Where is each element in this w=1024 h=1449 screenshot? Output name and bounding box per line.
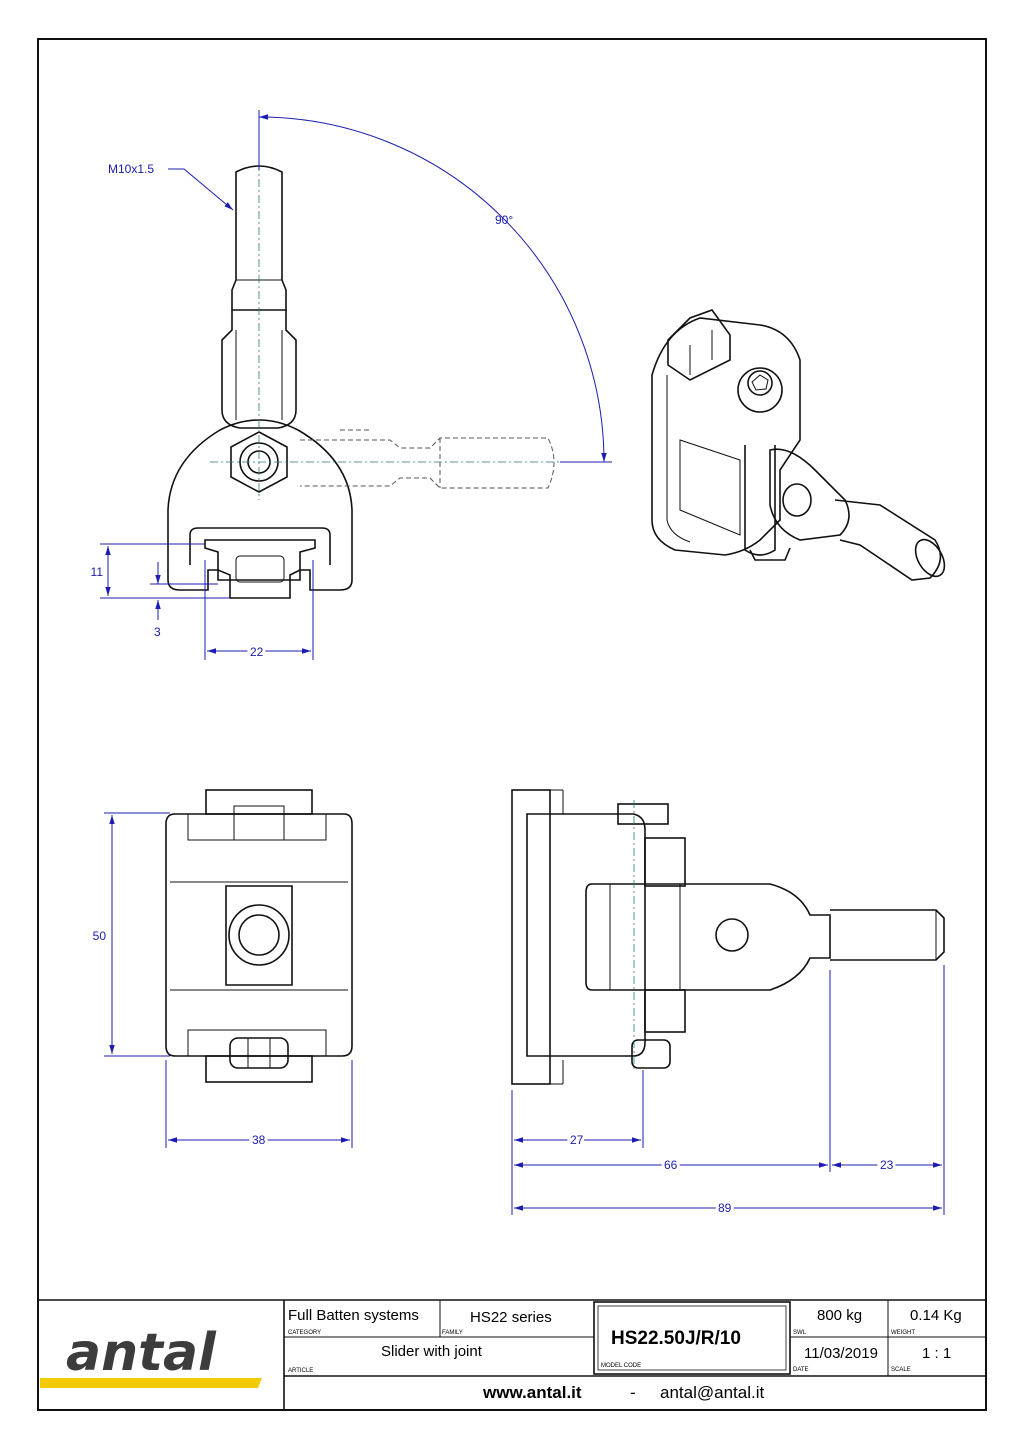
dim-23-label: 23	[880, 1158, 894, 1172]
swl-label: SWL	[793, 1330, 807, 1336]
dim-89-label: 89	[718, 1201, 732, 1215]
rail-profile	[204, 539, 316, 599]
contact-separator: -	[630, 1383, 636, 1402]
height-dimension-50: 50	[93, 812, 170, 1057]
date-value: 11/03/2019	[804, 1345, 878, 1362]
rail-slot	[189, 527, 331, 565]
side-view	[511, 789, 945, 1085]
width-dimension-22: 22	[204, 560, 314, 662]
category-label: CATEGORY	[288, 1330, 321, 1336]
model-code-value: HS22.50J/R/10	[611, 1328, 741, 1349]
top-view	[165, 789, 353, 1083]
category-value: Full Batten systems	[288, 1307, 419, 1324]
dim-66-label: 66	[664, 1158, 678, 1172]
slider-body	[167, 419, 353, 591]
height-dimensions: 11 3	[91, 543, 230, 639]
width-dimension-38: 38	[165, 1060, 353, 1150]
scale-value: 1 : 1	[922, 1345, 951, 1362]
article-label: ARTICLE	[288, 1368, 313, 1374]
angle-label: 90°	[495, 213, 513, 227]
dim-38-label: 38	[252, 1133, 266, 1147]
dim-3-label: 3	[154, 625, 161, 639]
model-code-label: MODEL CODE	[601, 1363, 641, 1369]
thread-label: M10x1.5	[108, 162, 154, 176]
article-value: Slider with joint	[381, 1343, 483, 1360]
dim-27-label: 27	[570, 1133, 584, 1147]
isometric-view	[651, 309, 946, 581]
weight-label: WEIGHT	[891, 1330, 915, 1336]
dim-50-label: 50	[93, 929, 107, 943]
logo-yellow-bar	[40, 1378, 262, 1388]
rotated-bolt-phantom	[300, 437, 555, 489]
angle-dimension: 90°	[258, 110, 612, 463]
front-view	[167, 115, 560, 599]
scale-label: SCALE	[891, 1367, 911, 1373]
sheet-border	[37, 38, 987, 1411]
family-value: HS22 series	[470, 1309, 552, 1326]
antal-logo: antal	[66, 1323, 217, 1383]
title-block: antal Full Batten systems CATEGORY HS22 …	[38, 1299, 986, 1410]
swl-value: 800 kg	[817, 1307, 862, 1324]
weight-value: 0.14 Kg	[910, 1307, 962, 1324]
website-link[interactable]: www.antal.it	[482, 1383, 582, 1402]
dim-11-label: 11	[91, 565, 104, 579]
email-link[interactable]: antal@antal.it	[660, 1383, 764, 1402]
date-label: DATE	[793, 1367, 809, 1373]
thread-callout: M10x1.5	[108, 162, 234, 211]
dim-22-label: 22	[250, 645, 264, 659]
family-label: FAMILY	[442, 1330, 463, 1336]
side-view-dimensions: 27 66 23 89	[511, 965, 945, 1218]
